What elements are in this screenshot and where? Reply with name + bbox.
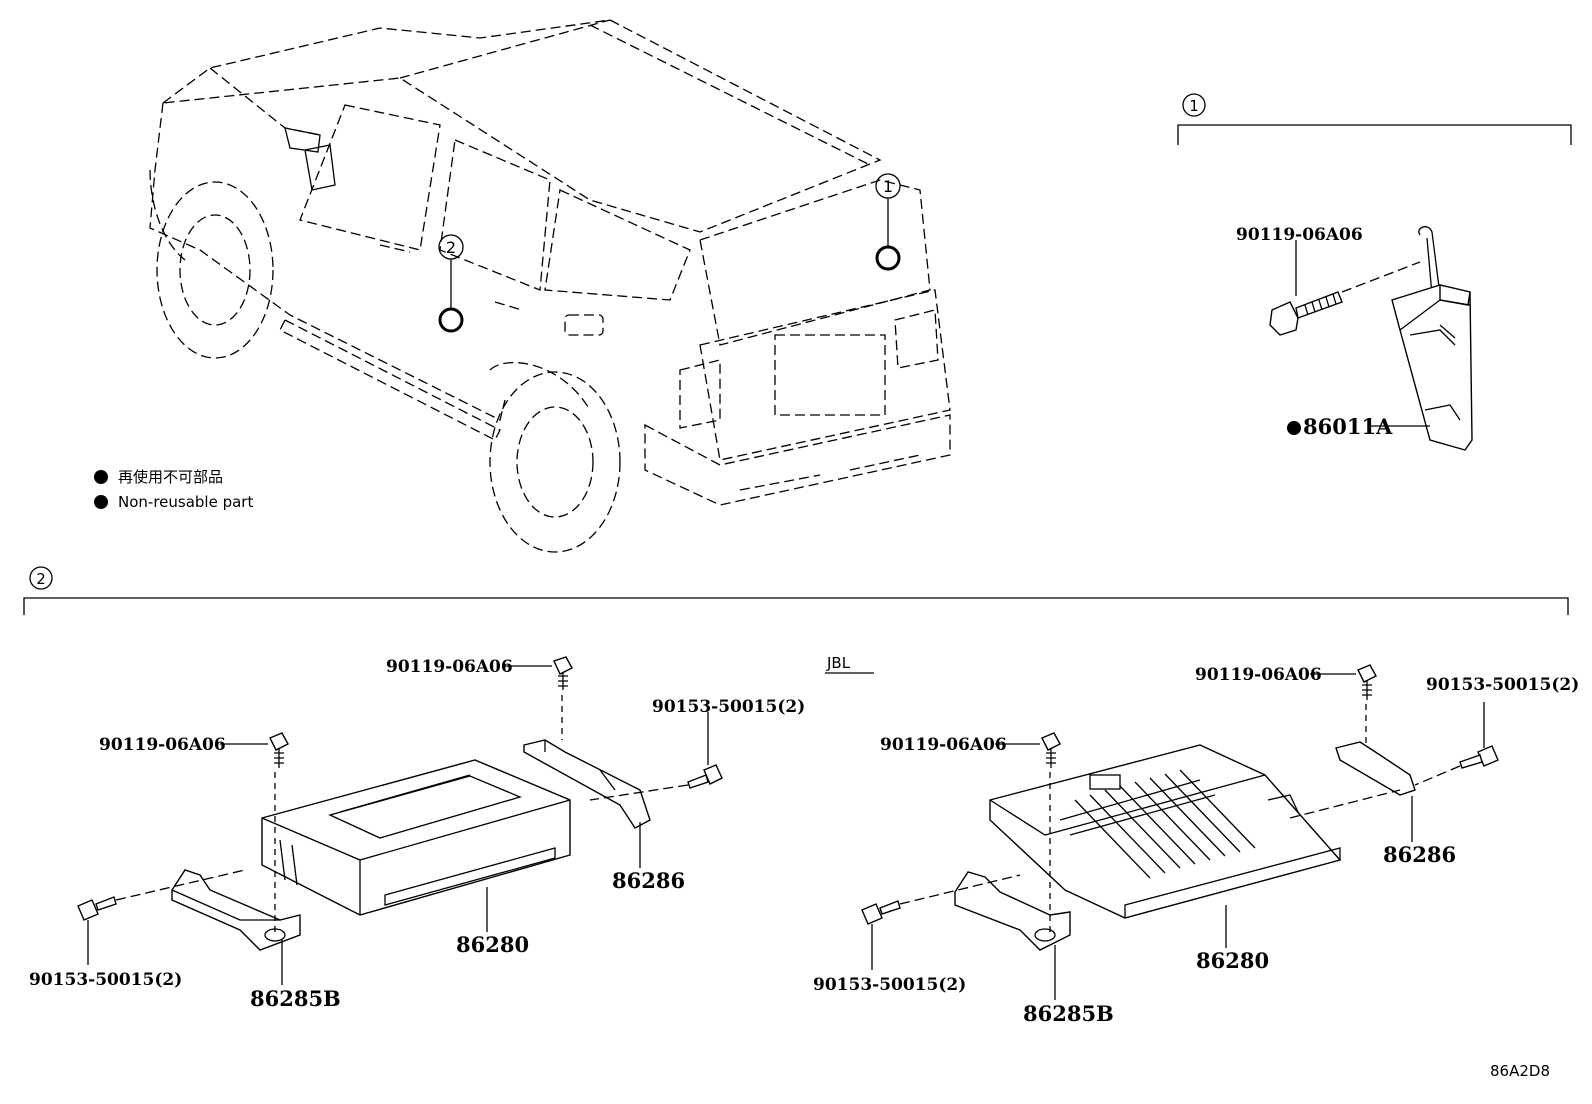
nonreusable-dot-icon [1287, 421, 1301, 435]
bracket-86285b-jbl-label: 86285B [1023, 1001, 1114, 1026]
screw-right-standard-label: 90153-50015(2) [652, 697, 805, 717]
bracket-86286-jbl [1335, 741, 1416, 796]
location-marker-1 [875, 245, 901, 271]
amplifier-jbl [989, 744, 1342, 919]
nonreusable-dot-icon [94, 470, 108, 484]
screw-left-jbl-label: 90153-50015(2) [813, 975, 966, 995]
legend-en: Non-reusable part [118, 493, 253, 511]
bracket-86285b-jbl [954, 871, 1071, 951]
section-1-module-label: 86011A [1303, 414, 1393, 439]
bracket-86285b-standard-label: 86285B [250, 986, 341, 1011]
legend: 再使用不可部品 Non-reusable part [94, 468, 253, 511]
screw-left-standard [77, 896, 117, 921]
variant-label-jbl: JBL [826, 654, 851, 672]
section-2-marker: 2 [36, 570, 46, 588]
bolt-left-jbl-label: 90119-06A06 [880, 735, 1007, 755]
screw-right-standard [687, 764, 723, 789]
amplifier-standard [261, 759, 571, 916]
amplifier-standard-label: 86280 [456, 932, 529, 957]
bolt-top-standard-label: 90119-06A06 [386, 657, 513, 677]
section-1-bolt [1269, 291, 1343, 336]
bracket-86286-jbl-label: 86286 [1383, 842, 1456, 867]
bolt-left-standard-label: 90119-06A06 [99, 735, 226, 755]
legend-ja: 再使用不可部品 [118, 468, 223, 486]
bolt-top-jbl [1357, 664, 1377, 700]
nonreusable-dot-icon [94, 495, 108, 509]
bolt-top-standard [553, 656, 573, 690]
bracket-86286-standard-label: 86286 [612, 868, 685, 893]
bolt-top-jbl-label: 90119-06A06 [1195, 665, 1322, 685]
vehicle-callout-2: 2 [446, 238, 456, 257]
section-1-module [1391, 226, 1473, 451]
bolt-left-jbl [1041, 732, 1061, 768]
section-1-marker: 1 [1189, 97, 1199, 115]
screw-left-jbl [861, 900, 901, 925]
section-2-right-assembly: 90119-06A06 90119-06A06 90153-50015(2) 9… [813, 664, 1579, 1026]
vehicle-illustration: 1 2 [149, 19, 951, 553]
screw-right-jbl-label: 90153-50015(2) [1426, 675, 1579, 695]
section-1: 1 90119-06A06 86011A [1177, 93, 1572, 451]
amplifier-jbl-label: 86280 [1196, 948, 1269, 973]
bracket-86286-standard [523, 739, 651, 829]
bracket-86285b-standard [171, 869, 301, 951]
diagram-code: 86A2D8 [1490, 1062, 1550, 1080]
section-2-left-assembly: 90119-06A06 90119-06A06 90153-50015(2) 9… [29, 656, 805, 1011]
bolt-left-standard [269, 732, 289, 768]
screw-left-standard-label: 90153-50015(2) [29, 970, 182, 990]
screw-right-jbl [1459, 745, 1499, 769]
section-2: 2 JBL [23, 566, 1569, 674]
location-marker-2 [438, 307, 464, 333]
vehicle-callout-1: 1 [883, 177, 893, 196]
section-1-bolt-label: 90119-06A06 [1236, 225, 1363, 245]
